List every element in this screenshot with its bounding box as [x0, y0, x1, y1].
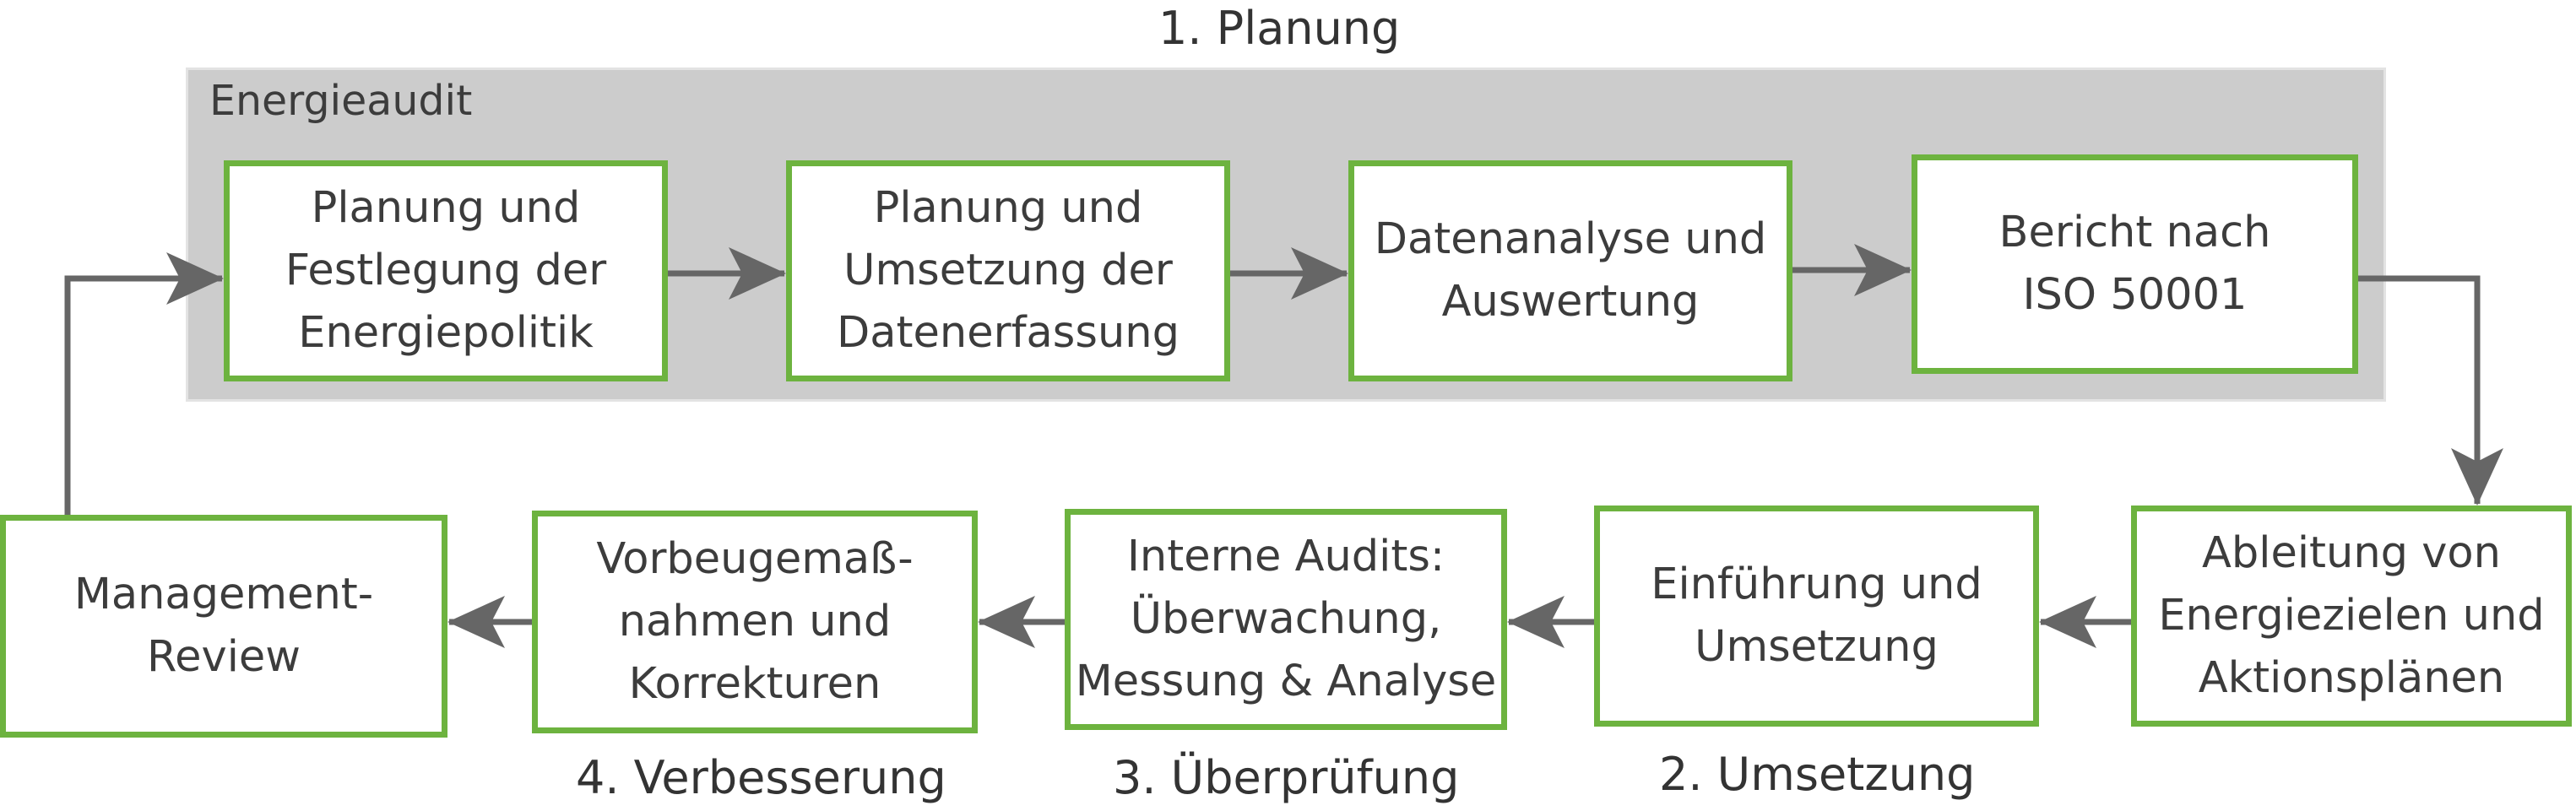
step-interne-audits-text: Interne Audits: Überwachung, Messung & A…	[1075, 532, 1497, 706]
step-planung-umsetzung-datenerfassung: Planung und Umsetzung der Datenerfassung	[786, 160, 1230, 381]
step-ableitung-energieziele-aktionsplaene: Ableitung von Energiezielen und Aktionsp…	[2131, 506, 2572, 727]
phase-label-planung: 1. Planung	[1158, 2, 1401, 55]
step-management-review: Management- Review	[0, 515, 447, 738]
step-planung-festlegung-energiepolitik-text: Planung und Festlegung der Energiepoliti…	[285, 183, 607, 358]
phase-label-umsetzung: 2. Umsetzung	[1659, 748, 1976, 801]
step-interne-audits: Interne Audits: Überwachung, Messung & A…	[1065, 509, 1507, 730]
energieaudit-label: Energieaudit	[209, 77, 473, 125]
step-datenanalyse-auswertung-text: Datenanalyse und Auswertung	[1374, 214, 1767, 327]
phase-label-ueberpruefung: 3. Überprüfung	[1113, 751, 1460, 804]
step-bericht-iso-50001: Bericht nach ISO 50001	[1912, 154, 2358, 374]
step-vorbeugemassnahmen-korrekturen: Vorbeugemaß- nahmen und Korrekturen	[532, 511, 978, 733]
step-ableitung-energieziele-aktionsplaene-text: Ableitung von Energiezielen und Aktionsp…	[2158, 528, 2545, 703]
step-datenanalyse-auswertung: Datenanalyse und Auswertung	[1348, 160, 1792, 381]
step-planung-festlegung-energiepolitik: Planung und Festlegung der Energiepoliti…	[224, 160, 668, 381]
step-einfuehrung-umsetzung: Einführung und Umsetzung	[1594, 506, 2039, 727]
step-planung-umsetzung-datenerfassung-text: Planung und Umsetzung der Datenerfassung	[837, 183, 1180, 358]
step-bericht-iso-50001-text: Bericht nach ISO 50001	[1998, 208, 2271, 320]
step-einfuehrung-umsetzung-text: Einführung und Umsetzung	[1651, 560, 1982, 672]
arrow-management-to-festlegung	[64, 252, 224, 515]
phase-label-verbesserung: 4. Verbesserung	[576, 751, 946, 804]
step-management-review-text: Management- Review	[73, 570, 374, 682]
step-vorbeugemassnahmen-korrekturen-text: Vorbeugemaß- nahmen und Korrekturen	[596, 534, 914, 709]
arrow-bericht-to-ableitung	[2358, 275, 2503, 506]
